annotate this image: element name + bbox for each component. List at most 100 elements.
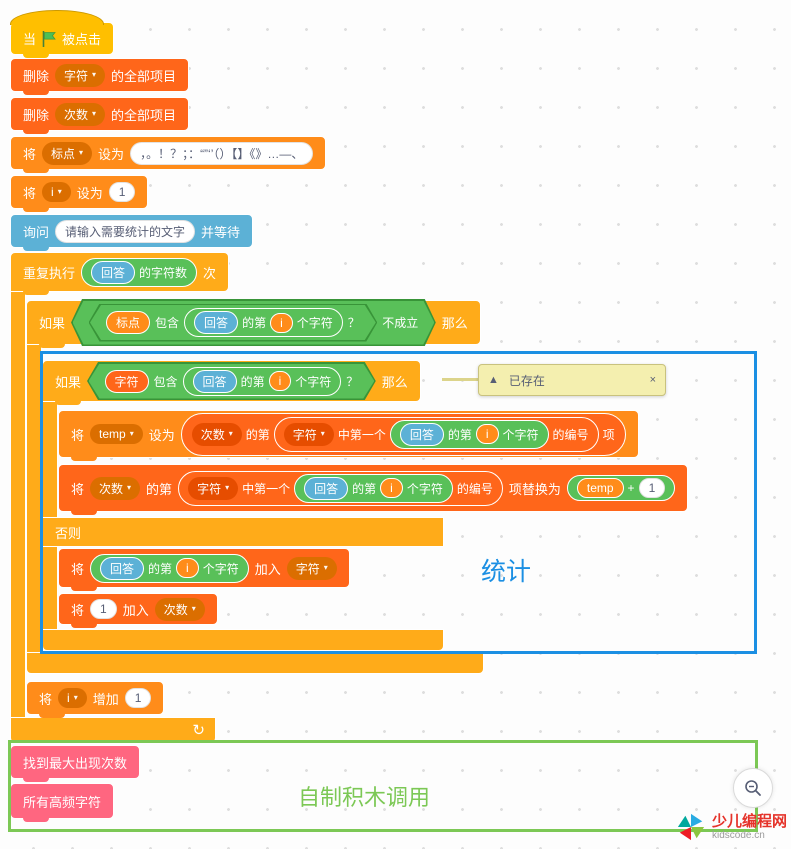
label-set: 将 (71, 427, 85, 443)
label-add-to: 加入 (122, 602, 149, 618)
comment-close-icon[interactable]: × (649, 374, 656, 386)
list-dropdown-zifu[interactable]: 字符 ▾ (188, 476, 239, 500)
label-delete: 删除 (23, 107, 50, 123)
list-zifu-reporter[interactable]: 字符 (105, 370, 149, 393)
answer-reporter[interactable]: 回答 (193, 370, 237, 393)
label-letter-suffix: 个字符 (502, 427, 539, 442)
label-of-nth: 的第 (240, 374, 265, 389)
dropdown-value: 次数 (99, 481, 124, 496)
list-dropdown-cishu[interactable]: 次数 ▾ (90, 476, 141, 500)
variable-biaodian-reporter[interactable]: 标点 (106, 311, 150, 334)
label-of-nth: 的第 (146, 481, 173, 497)
letter-of-reporter[interactable]: 回答 的第 i 个字符 (183, 367, 342, 396)
value-input[interactable]: 1 (638, 478, 666, 498)
variable-i-reporter[interactable]: i (475, 424, 499, 444)
list-dropdown-cishu[interactable]: 次数 ▾ (191, 422, 242, 446)
set-i-block[interactable]: 将 i ▾ 设为 1 (10, 175, 149, 212)
chevron-down-icon: ▾ (228, 429, 233, 438)
punctuation-input[interactable]: ，。！？；：“”‘’（）【】《》…—、 (130, 141, 314, 165)
if-not-punct-block-header[interactable]: 如果 标点 包含 回答 的第 i 个字符 ？ 不成立 那么 (26, 299, 481, 348)
repeat-block-end[interactable]: ↻ (10, 717, 216, 743)
list-dropdown-zifu[interactable]: 字符 ▾ (55, 63, 106, 87)
plus-operator[interactable]: temp + 1 (566, 475, 676, 501)
comment-connector (442, 378, 480, 381)
variable-i-reporter[interactable]: i (380, 478, 403, 498)
letter-of-reporter[interactable]: 回答 的第 i 个字符 (184, 308, 343, 337)
ask-text-input[interactable]: 请输入需要统计的文字 (55, 219, 196, 243)
answer-reporter[interactable]: 回答 (194, 311, 238, 334)
value-input[interactable]: 1 (108, 182, 136, 202)
label-first-index: 中第一个 (242, 481, 291, 496)
letter-of-reporter[interactable]: 回答 的第 i 个字符 (389, 419, 549, 449)
label-all-items: 的全部项目 (111, 107, 177, 123)
myblock-find-max[interactable]: 找到最大出现次数 (10, 745, 141, 782)
length-of-reporter[interactable]: 回答 的字符数 (81, 257, 198, 287)
value-input[interactable]: 1 (90, 599, 117, 619)
add-letter-to-zifu-block[interactable]: 将 回答 的第 i 个字符 加入 字符 ▾ (58, 548, 350, 591)
delete-all-of-zifu-block[interactable]: 删除 字符 ▾ 的全部项目 (10, 58, 190, 95)
label-if: 如果 (55, 374, 82, 390)
repeat-block-arm[interactable] (10, 291, 26, 718)
ask-and-wait-block[interactable]: 询问 请输入需要统计的文字 并等待 (10, 214, 254, 251)
label-not: 不成立 (382, 316, 419, 330)
change-i-block[interactable]: 将 i ▾ 增加 1 (26, 681, 165, 718)
variable-temp-reporter[interactable]: temp (576, 478, 624, 498)
when-flag-clicked-block[interactable]: 当 被点击 (10, 10, 115, 58)
else-arm[interactable] (42, 546, 58, 630)
set-temp-block[interactable]: 将 temp ▾ 设为 次数 ▾ 的第 字符 ▾ 中第一个 回答 的第 i (58, 410, 639, 461)
if-not-punct-block-end[interactable] (26, 652, 484, 674)
dropdown-value: temp (99, 427, 126, 441)
zoom-button[interactable] (733, 768, 773, 808)
list-dropdown-cishu[interactable]: 次数 ▾ (154, 597, 205, 621)
variable-i-reporter[interactable]: i (176, 558, 199, 578)
chevron-down-icon: ▾ (191, 604, 196, 613)
value-input[interactable]: 1 (124, 688, 152, 708)
set-biaodian-block[interactable]: 将 标点 ▾ 设为 ，。！？；：“”‘’（）【】《》…—、 (10, 136, 327, 173)
letter-of-reporter[interactable]: 回答 的第 i 个字符 (294, 473, 453, 503)
list-dropdown-zifu[interactable]: 字符 ▾ (286, 556, 337, 580)
list-dropdown-zifu[interactable]: 字符 ▾ (283, 422, 334, 446)
label-change-by: 增加 (92, 691, 119, 707)
delete-all-of-cishu-block[interactable]: 删除 次数 ▾ 的全部项目 (10, 97, 190, 134)
label-set: 将 (71, 561, 85, 577)
variable-dropdown-biaodian[interactable]: 标点 ▾ (42, 141, 93, 165)
item-index-reporter[interactable]: 字符 ▾ 中第一个 回答 的第 i 个字符 的编号 (273, 416, 599, 452)
item-of-list-reporter[interactable]: 次数 ▾ 的第 字符 ▾ 中第一个 回答 的第 i 个字符 的编号 项 (180, 412, 626, 456)
dropdown-value: i (67, 691, 70, 705)
variable-i-reporter[interactable]: i (269, 371, 292, 391)
not-operator[interactable]: 标点 包含 回答 的第 i 个字符 ？ 不成立 (71, 299, 436, 346)
if-char-exists-block-header[interactable]: 如果 字符 包含 回答 的第 i 个字符 ？ 那么 (42, 360, 421, 405)
else-bar[interactable]: 否则 (42, 517, 444, 547)
replace-item-block[interactable]: 将 次数 ▾ 的第 字符 ▾ 中第一个 回答 的第 i 个字符 的编号 项替换为… (58, 464, 689, 515)
item-index-reporter[interactable]: 字符 ▾ 中第一个 回答 的第 i 个字符 的编号 (178, 470, 503, 506)
add-one-to-cishu-block[interactable]: 将 1 加入 次数 ▾ (58, 593, 218, 628)
if-char-exists-block-end[interactable] (42, 629, 444, 651)
variable-i-reporter[interactable]: i (270, 313, 293, 333)
label-of-nth: 的第 (352, 481, 377, 496)
label-set: 将 (39, 691, 53, 707)
variable-dropdown-temp[interactable]: temp ▾ (90, 424, 143, 444)
comment-collapsed[interactable]: ▲ 已存在 × (478, 364, 666, 396)
myblock-high-freq[interactable]: 所有高频字符 (10, 783, 115, 822)
contains-operator[interactable]: 字符 包含 回答 的第 i 个字符 ？ (87, 362, 376, 400)
answer-reporter[interactable]: 回答 (100, 556, 145, 580)
contains-operator[interactable]: 标点 包含 回答 的第 i 个字符 ？ (89, 304, 378, 342)
comment-collapse-icon[interactable]: ▲ (488, 374, 499, 386)
answer-reporter[interactable]: 回答 (91, 260, 136, 284)
answer-reporter[interactable]: 回答 (399, 422, 444, 446)
list-dropdown-cishu[interactable]: 次数 ▾ (55, 102, 106, 126)
variable-dropdown-i[interactable]: i ▾ (58, 688, 87, 708)
answer-reporter[interactable]: 回答 (304, 476, 349, 500)
stats-annotation-label: 统计 (481, 558, 532, 586)
chevron-down-icon: ▾ (79, 148, 84, 157)
letter-of-reporter[interactable]: 回答 的第 i 个字符 (90, 553, 249, 583)
chevron-down-icon: ▾ (129, 429, 134, 438)
label-letter-suffix: 个字符 (406, 481, 443, 496)
if-char-exists-block-arm[interactable] (42, 401, 58, 518)
dropdown-value: 标点 (51, 146, 76, 161)
if-not-punct-block-arm[interactable] (26, 344, 42, 654)
myblock-label: 找到最大出现次数 (23, 755, 128, 771)
repeat-block-header[interactable]: 重复执行 回答 的字符数 次 (10, 252, 230, 295)
variable-dropdown-i[interactable]: i ▾ (42, 182, 71, 202)
